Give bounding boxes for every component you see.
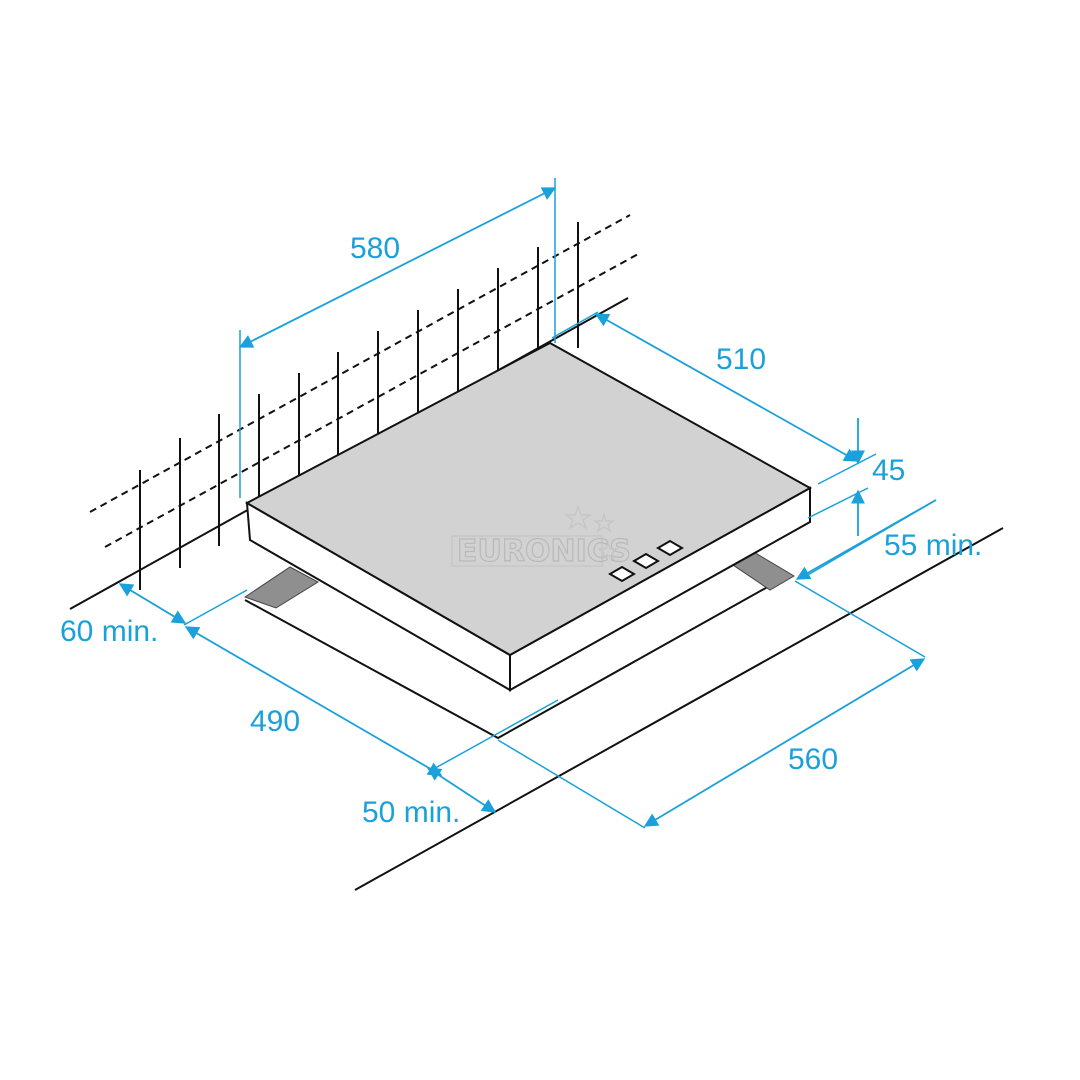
control-knob-icon <box>608 565 636 583</box>
label-width-580: 580 <box>350 232 400 265</box>
label-cutout-560: 560 <box>788 743 838 776</box>
dim-line-55 <box>795 499 937 580</box>
watermark: EURONICS <box>451 505 632 570</box>
control-knob-icon <box>656 539 684 557</box>
label-side-clearance-60: 60 min. <box>60 615 158 648</box>
dim-line-50 <box>426 767 497 813</box>
dim-line-60 <box>118 583 187 624</box>
cutout-shadow-left <box>243 566 320 609</box>
hob-top-surface <box>244 341 813 657</box>
dim-line-560 <box>643 658 926 827</box>
watermark-text: EURONICS <box>457 534 631 569</box>
label-front-clearance-50: 50 min. <box>362 796 460 829</box>
dim-line-580 <box>238 187 557 348</box>
control-knob-icon <box>632 552 660 570</box>
label-height-45: 45 <box>872 454 905 487</box>
hob-controls <box>608 539 684 583</box>
hob <box>244 341 813 692</box>
label-rear-clearance-55: 55 min. <box>884 529 982 562</box>
label-depth-510: 510 <box>716 343 766 376</box>
dimension-labels: 580 510 45 55 min. 60 min. 490 50 min. 5… <box>60 232 982 829</box>
label-cutout-490: 490 <box>250 705 300 738</box>
watermark-stars-icon <box>564 505 619 561</box>
dimension-lines <box>118 187 937 827</box>
dim-line-490 <box>184 626 443 776</box>
dim-line-510 <box>594 313 859 462</box>
